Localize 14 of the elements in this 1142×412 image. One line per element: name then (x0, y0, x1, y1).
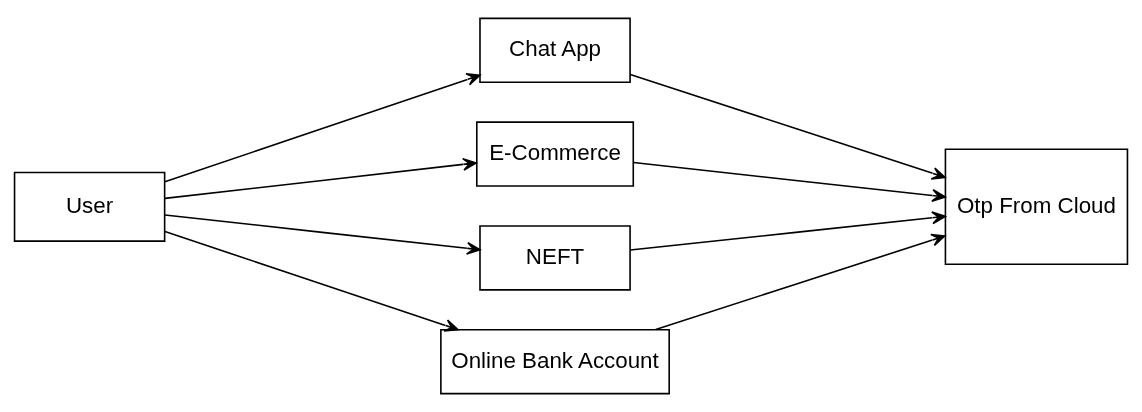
arrow (164, 157, 477, 200)
arrow (164, 214, 481, 255)
node-box: Online Bank Account (440, 328, 670, 395)
node-box: User (13, 171, 166, 242)
arrow (164, 230, 459, 332)
arrow (654, 233, 946, 331)
arrow (632, 161, 946, 203)
arrow (629, 73, 946, 180)
node-box: E-Commerce (476, 121, 635, 187)
arrow (629, 211, 946, 251)
node-box: Chat App (479, 17, 631, 84)
node-box: Otp From Cloud (944, 148, 1129, 266)
arrow (164, 73, 481, 183)
node-box: NEFT (479, 225, 631, 291)
